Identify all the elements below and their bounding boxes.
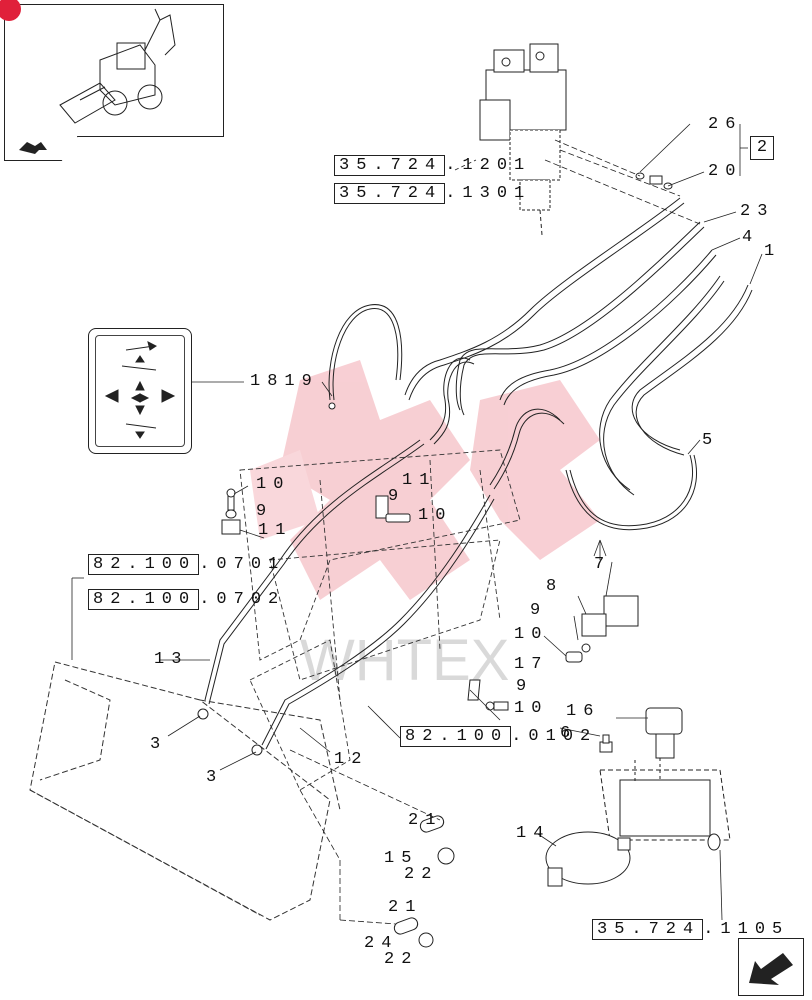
hardware-parts xyxy=(197,402,639,948)
callout-15: 15 xyxy=(384,849,419,868)
arrow-down-left-icon xyxy=(749,953,793,985)
callout-17: 17 xyxy=(514,655,549,674)
callout-10b: 10 xyxy=(418,506,453,525)
watermark-logo xyxy=(250,360,600,600)
backhoe-loader-icon xyxy=(59,8,176,124)
callout-24: 24 xyxy=(364,934,399,953)
ref-35-724-1301[interactable]: 35.724.1301 xyxy=(334,183,532,204)
callout-21a: 21 xyxy=(408,811,443,830)
next-page-button[interactable] xyxy=(738,938,804,996)
callout-23: 23 xyxy=(740,202,775,221)
callout-16: 16 xyxy=(566,702,601,721)
callout-10c: 10 xyxy=(514,625,549,644)
callout-10a: 10 xyxy=(256,475,291,494)
callout-9a: 9 xyxy=(256,502,274,521)
loader-arm xyxy=(239,449,521,791)
leader-lines xyxy=(71,123,763,925)
callout-22a: 22 xyxy=(404,865,439,884)
callout-13: 13 xyxy=(154,650,189,669)
bucket xyxy=(29,661,341,921)
callout-1819: 1819 xyxy=(250,372,319,391)
callout-7: 7 xyxy=(594,555,612,574)
ref-boxed-part: 82.100 xyxy=(88,589,200,610)
ref-82-100-0702[interactable]: 82.100.0702 xyxy=(88,589,286,610)
status-dot xyxy=(0,0,21,21)
hoses xyxy=(328,197,753,531)
fitting-26-20 xyxy=(635,172,673,190)
joystick-pattern-icon xyxy=(104,341,176,439)
machine-thumbnail xyxy=(0,0,224,137)
ref-suffix: .1201 xyxy=(445,156,532,175)
ref-82-100-0102[interactable]: 82.100.0102 xyxy=(400,726,598,747)
callout-1: 1 xyxy=(764,242,782,261)
ref-82-100-0701[interactable]: 82.100.0701 xyxy=(88,554,286,575)
callout-11b: 11 xyxy=(402,471,437,490)
ref-boxed-part: 82.100 xyxy=(400,726,512,747)
ref-suffix: .0701 xyxy=(199,555,286,574)
callout-8: 8 xyxy=(546,577,564,596)
ref-suffix: .0702 xyxy=(199,590,286,609)
callout-10d: 10 xyxy=(514,699,549,718)
ref-boxed-part: 35.724 xyxy=(334,155,446,176)
callout-11a: 11 xyxy=(258,521,293,540)
callout-21b: 21 xyxy=(388,898,423,917)
callout-4: 4 xyxy=(742,228,760,247)
callout-22b: 22 xyxy=(384,950,419,969)
relief-valve-block xyxy=(599,707,731,851)
control-decal xyxy=(88,328,192,454)
callout-20: 20 xyxy=(708,162,743,181)
callout-12: 12 xyxy=(334,750,369,769)
callout-9c: 9 xyxy=(530,601,548,620)
ref-35-724-1105[interactable]: 35.724.1105 xyxy=(592,919,790,940)
ref-boxed-part: 82.100 xyxy=(88,554,200,575)
ref-suffix: .1301 xyxy=(445,184,532,203)
thumbnail-tab[interactable] xyxy=(4,136,78,161)
accumulator xyxy=(545,831,631,887)
callout-6: 6 xyxy=(560,724,578,743)
ref-suffix: .1105 xyxy=(703,920,790,939)
ref-boxed-part: 35.724 xyxy=(334,183,446,204)
group-badge: 2 xyxy=(750,136,774,160)
ref-35-724-1201[interactable]: 35.724.1201 xyxy=(334,155,532,176)
callout-14: 14 xyxy=(516,824,551,843)
callout-26: 26 xyxy=(708,115,743,134)
callout-3b: 3 xyxy=(206,768,224,787)
callout-9d: 9 xyxy=(516,677,534,696)
callout-9b: 9 xyxy=(388,487,406,506)
control-valve xyxy=(479,43,567,236)
ref-suffix: .0102 xyxy=(511,727,598,746)
ref-boxed-part: 35.724 xyxy=(592,919,704,940)
callout-3a: 3 xyxy=(150,735,168,754)
arrow-tab-icon xyxy=(19,142,47,154)
callout-5: 5 xyxy=(702,431,720,450)
